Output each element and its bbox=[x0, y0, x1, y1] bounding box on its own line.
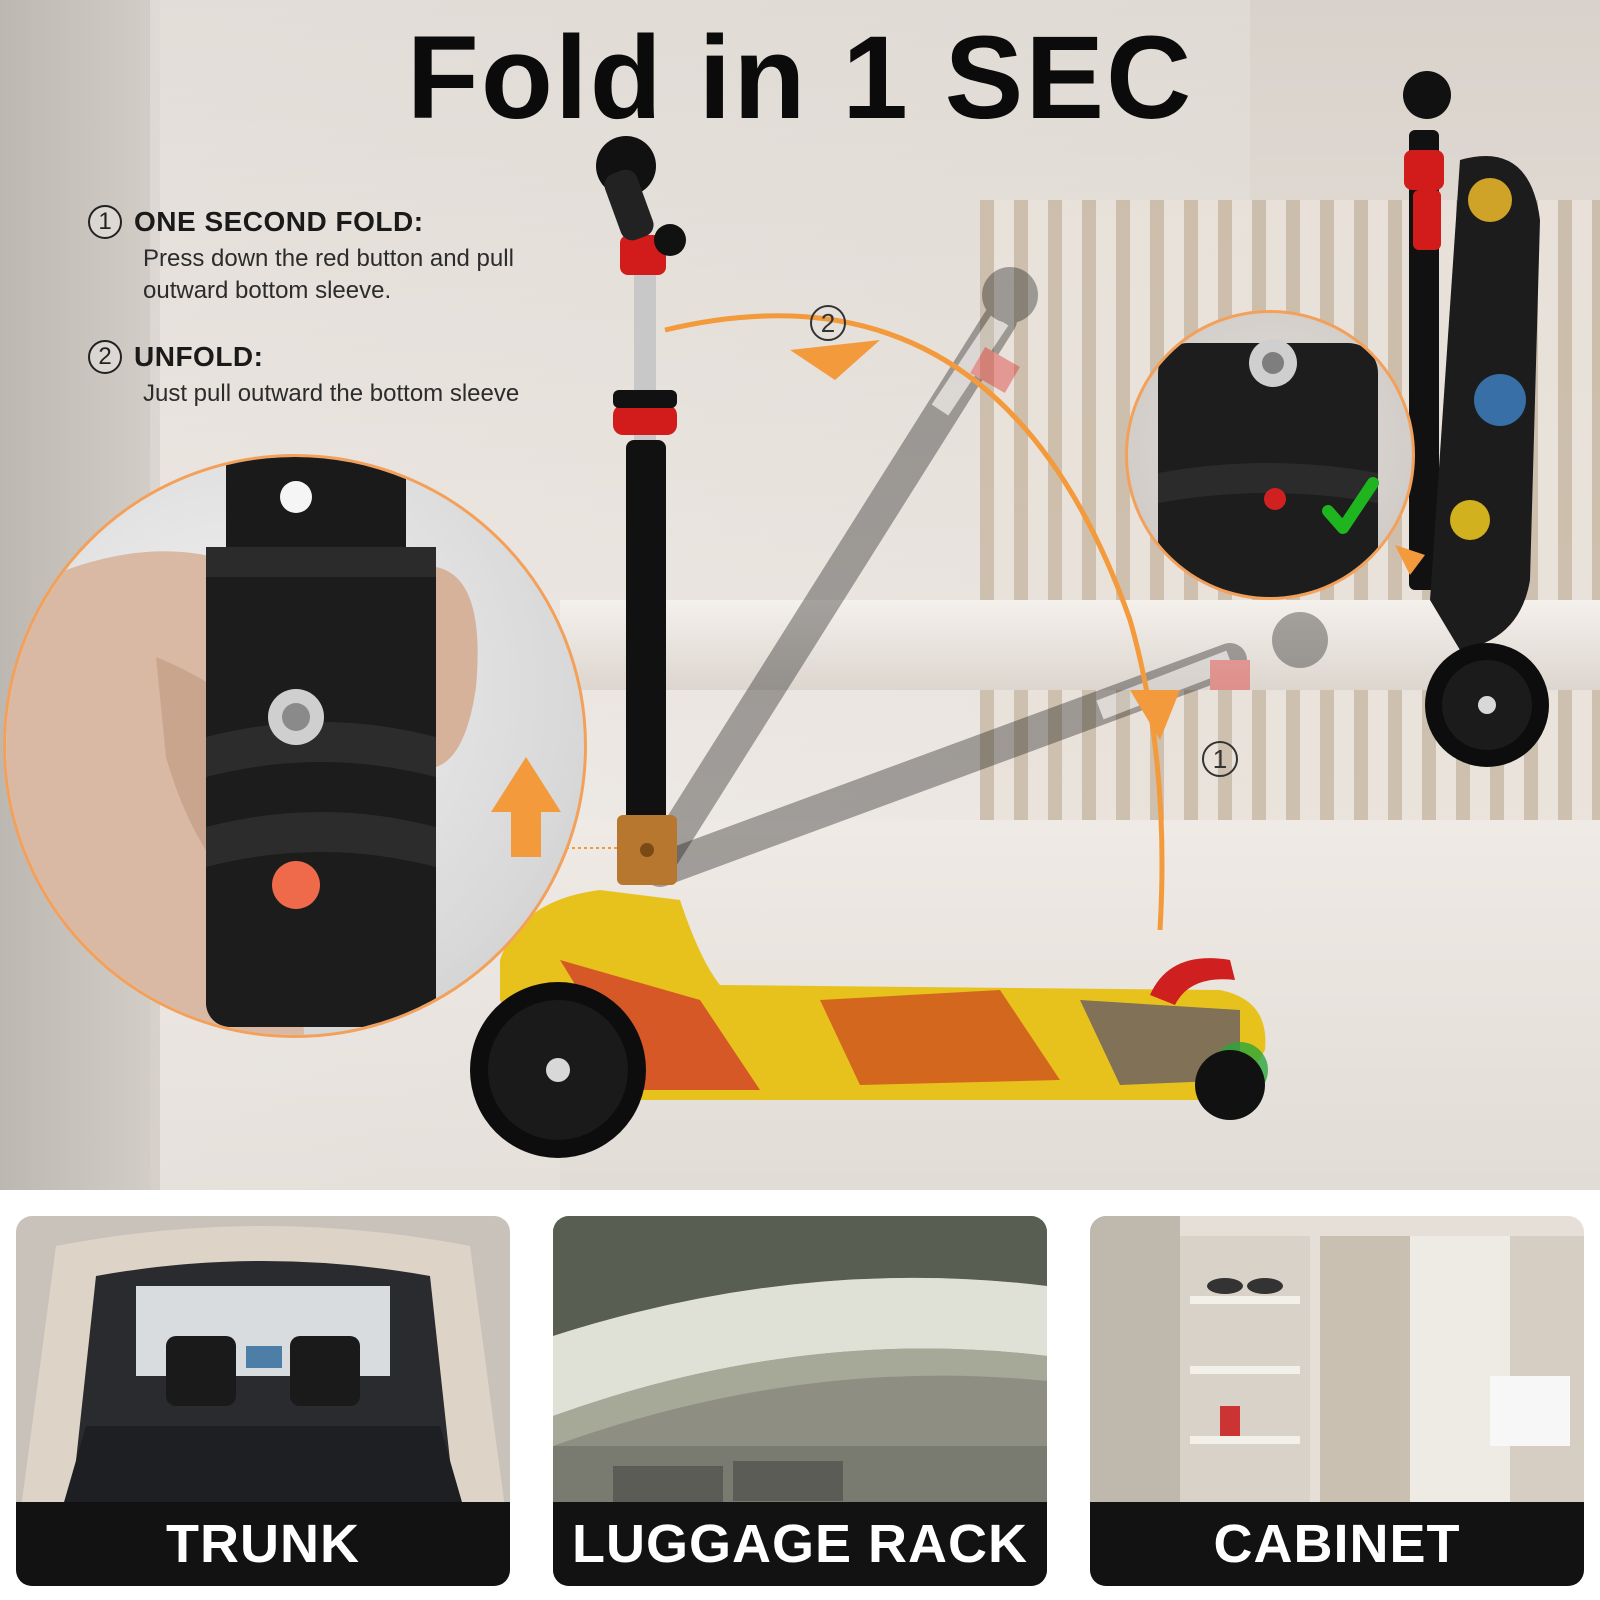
scenario-card-trunk: TRUNK bbox=[16, 1216, 510, 1586]
step-fold: 1 ONE SECOND FOLD: Press down the red bu… bbox=[88, 205, 548, 307]
ghost-stem-low bbox=[643, 612, 1328, 887]
fold-arrow-label: 1 bbox=[1202, 741, 1238, 777]
page-title: Fold in 1 SEC bbox=[406, 12, 1194, 144]
scenario-card-cabinet: CABINET bbox=[1090, 1216, 1584, 1586]
step-unfold: 2 UNFOLD: Just pull outward the bottom s… bbox=[88, 340, 548, 410]
step-title: ONE SECOND FOLD: bbox=[134, 206, 424, 237]
step-number: 1 bbox=[88, 205, 122, 239]
step-number: 2 bbox=[88, 340, 122, 374]
up-arrow-icon bbox=[491, 757, 561, 857]
locked-sleeve-zoom bbox=[1125, 310, 1415, 600]
unfold-arrowhead bbox=[790, 340, 880, 380]
fold-arrowhead bbox=[1130, 690, 1180, 740]
step-description: Just pull outward the bottom sleeve bbox=[143, 380, 520, 407]
sleeve-zoom-detail bbox=[3, 454, 587, 1038]
scenario-card-luggage-rack: LUGGAGE RACK bbox=[553, 1216, 1047, 1586]
scooter-illustration bbox=[470, 71, 1549, 1158]
check-icon bbox=[1322, 477, 1379, 534]
stair-ledge bbox=[560, 600, 1600, 690]
step-title: UNFOLD: bbox=[134, 341, 264, 372]
scenario-label: TRUNK bbox=[16, 1502, 510, 1586]
unfold-arrow-label: 2 bbox=[810, 305, 846, 341]
scooter-main bbox=[470, 136, 1268, 1158]
step-description: Press down the red button and pull outwa… bbox=[143, 245, 514, 304]
ghost-stem-mid bbox=[643, 267, 1038, 877]
hero-scene: Fold in 1 SEC 1 ONE SECOND FOLD: Press d… bbox=[0, 0, 1600, 1190]
scenario-label: LUGGAGE RACK bbox=[553, 1502, 1047, 1586]
scenario-label: CABINET bbox=[1090, 1502, 1584, 1586]
scooter-folded bbox=[1395, 71, 1549, 767]
